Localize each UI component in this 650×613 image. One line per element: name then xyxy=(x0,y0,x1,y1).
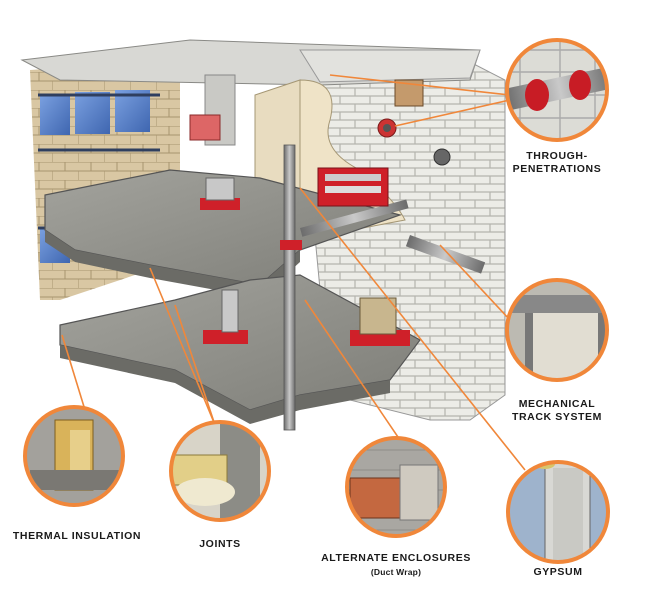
leader-lines xyxy=(61,74,526,471)
thermal-insulation-label: THERMAL INSULATION xyxy=(12,530,142,542)
callout-thermal-insulation-image xyxy=(23,405,125,507)
mechanical-track-line1: MECHANICAL xyxy=(518,398,596,410)
gypsum-label: GYPSUM xyxy=(533,566,583,578)
alternate-enclosures-label: ALTERNATE ENCLOSURES xyxy=(321,552,471,564)
vertical-pipe xyxy=(283,144,296,431)
wall-penetration-pipes xyxy=(300,118,486,274)
mechanical-track-line2: TRACK SYSTEM xyxy=(511,411,603,423)
callout-duct-wrap-image xyxy=(345,436,447,538)
mechanical-track-label: MECHANICAL TRACK SYSTEM xyxy=(502,398,612,424)
joints-label: JOINTS xyxy=(199,538,241,550)
callout-mechanical-track-image xyxy=(505,278,609,382)
duct-wrap-sublabel: (Duct Wrap) xyxy=(370,567,422,577)
building-cutaway xyxy=(20,39,506,431)
through-penetrations-line1: THROUGH- xyxy=(526,150,588,162)
callout-joints-image xyxy=(169,420,271,522)
callout-through-penetrations-image xyxy=(505,38,609,142)
callout-gypsum-image xyxy=(506,460,610,564)
through-penetrations-label: THROUGH- PENETRATIONS xyxy=(502,150,612,176)
through-penetrations-line2: PENETRATIONS xyxy=(512,163,602,175)
